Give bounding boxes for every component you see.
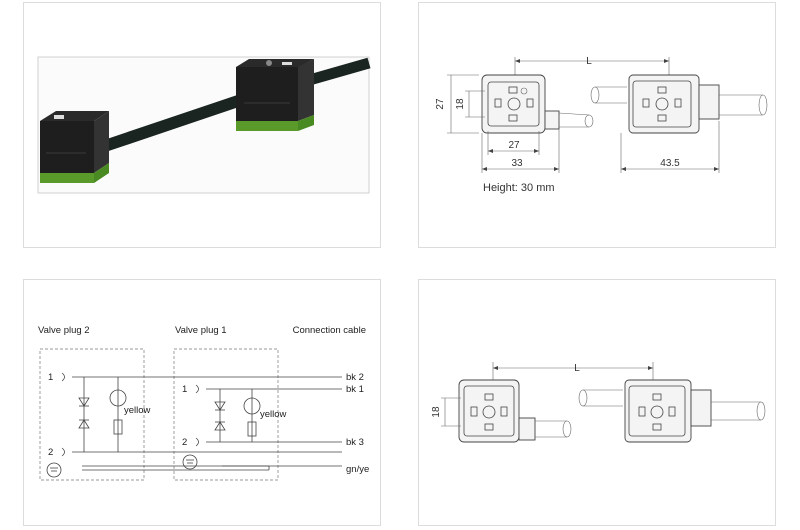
pin1-plug1: 1 [182,384,187,395]
wire-gnye: gn/ye [346,464,369,475]
height-note: Height: 30 mm [483,182,555,194]
dimension-drawing-panel: L 27 18 [418,2,776,248]
wire-bk1: bk 1 [346,384,364,395]
pin2-plug2: 2 [48,447,53,458]
pin2-plug1: 2 [182,437,187,448]
pin1-plug2: 1 [48,372,53,383]
height-18-label-2: 18 [431,406,442,418]
valve-plug-1-label: Valve plug 1 [175,325,227,336]
led-label-plug1: yellow [260,409,287,420]
dimension-drawing-2: L 18 [431,362,766,443]
height-27-label: 27 [435,98,446,110]
wire-bk3: bk 3 [346,437,364,448]
dimension-drawing-2-panel: L 18 [418,279,776,526]
wiring-diagram: Valve plug 2 Valve plug 1 Connection cab… [38,325,369,481]
product-photo [37,56,371,194]
connector-left [40,111,109,183]
connection-cable-label: Connection cable [293,325,366,336]
wiring-diagram-panel: Valve plug 2 Valve plug 1 Connection cab… [23,279,381,526]
dimension-drawing: L 27 18 [435,56,768,194]
height-18-label: 18 [455,98,466,110]
length-label: L [586,56,592,67]
led-label-plug2: yellow [124,405,151,416]
width-27-label: 27 [508,140,520,151]
product-photo-panel [23,2,381,248]
width-33-label: 33 [511,158,523,169]
wire-bk2: bk 2 [346,372,364,383]
connector-right [236,59,314,131]
valve-plug-2-label: Valve plug 2 [38,325,90,336]
length-label-2: L [574,363,580,374]
length-43-5-label: 43.5 [660,158,680,169]
